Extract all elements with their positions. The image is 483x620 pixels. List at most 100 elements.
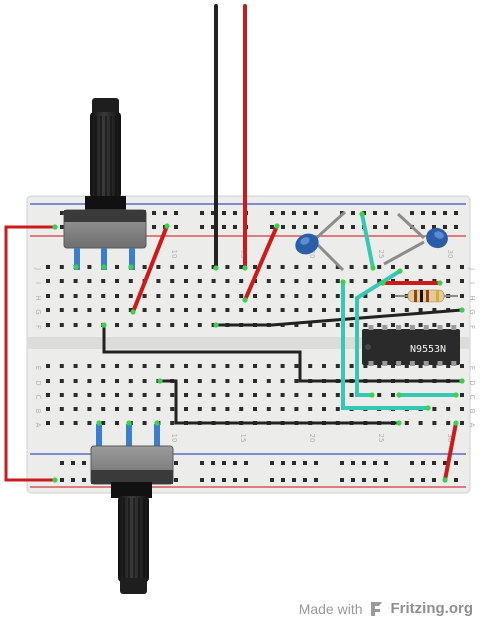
breadboard-hole bbox=[294, 279, 299, 283]
wire-endpoint bbox=[242, 297, 248, 303]
wire-endpoint bbox=[370, 265, 376, 271]
wire-endpoint bbox=[126, 420, 132, 426]
breadboard-hole bbox=[460, 265, 464, 269]
column-number-bottom: 25 bbox=[377, 434, 385, 443]
row-letter-right: G bbox=[468, 309, 476, 314]
rail-hole bbox=[454, 461, 458, 465]
breadboard-hole bbox=[418, 308, 423, 312]
breadboard-hole bbox=[294, 265, 299, 269]
breadboard-hole bbox=[87, 407, 92, 411]
chip-label: N9553N bbox=[410, 344, 446, 355]
wire-endpoint bbox=[437, 280, 443, 286]
rail-hole bbox=[340, 461, 344, 465]
breadboard-hole bbox=[225, 308, 230, 312]
rail-hole bbox=[410, 478, 414, 482]
chip-pin-top bbox=[451, 325, 457, 330]
column-number-top: 20 bbox=[308, 250, 316, 259]
row-letter-right: F bbox=[468, 325, 476, 329]
row-letter-left: D bbox=[34, 380, 42, 385]
rail-hole bbox=[281, 225, 285, 229]
breadboard-hole bbox=[446, 364, 451, 368]
breadboard-hole bbox=[253, 364, 257, 368]
breadboard-hole bbox=[391, 364, 395, 368]
rail-hole bbox=[163, 211, 167, 215]
breadboard-hole bbox=[59, 421, 64, 425]
breadboard-hole bbox=[322, 294, 326, 298]
rail-hole bbox=[152, 211, 156, 215]
breadboard-hole bbox=[87, 393, 92, 397]
breadboard-hole bbox=[128, 279, 133, 283]
breadboard-hole bbox=[184, 407, 188, 411]
breadboard-hole bbox=[142, 407, 147, 411]
rail-hole bbox=[443, 225, 447, 229]
wire-endpoint bbox=[96, 420, 102, 426]
row-letter-left: H bbox=[34, 295, 42, 300]
breadboard-hole bbox=[156, 294, 161, 298]
breadboard-hole bbox=[294, 294, 299, 298]
breadboard-hole bbox=[170, 265, 175, 269]
rail-hole bbox=[373, 211, 377, 215]
rail-hole bbox=[174, 211, 178, 215]
breadboard-hole bbox=[404, 323, 409, 327]
breadboard-hole bbox=[418, 364, 423, 368]
breadboard-hole bbox=[460, 323, 464, 327]
breadboard-hole bbox=[239, 379, 244, 383]
breadboard-hole bbox=[46, 407, 50, 411]
breadboard-hole bbox=[46, 279, 50, 283]
breadboard-hole bbox=[184, 294, 188, 298]
breadboard-hole bbox=[101, 364, 106, 368]
rail-hole bbox=[174, 225, 178, 229]
breadboard-hole bbox=[363, 308, 368, 312]
breadboard-hole bbox=[101, 279, 106, 283]
wire-endpoint bbox=[459, 307, 465, 313]
rail-hole bbox=[281, 461, 285, 465]
rail-hole bbox=[432, 461, 436, 465]
breadboard-hole bbox=[197, 407, 202, 411]
breadboard-hole bbox=[294, 323, 299, 327]
rail-hole bbox=[60, 478, 64, 482]
row-letter-left: F bbox=[34, 325, 42, 329]
rail-hole bbox=[384, 461, 388, 465]
wire-endpoint bbox=[154, 420, 160, 426]
breadboard-hole bbox=[211, 379, 216, 383]
rail-hole bbox=[174, 478, 178, 482]
breadboard-hole bbox=[197, 379, 202, 383]
breadboard-hole bbox=[87, 364, 92, 368]
wire-endpoint bbox=[242, 265, 248, 271]
rail-hole bbox=[340, 478, 344, 482]
breadboard-hole bbox=[156, 308, 161, 312]
breadboard-hole bbox=[322, 407, 326, 411]
breadboard-hole bbox=[101, 393, 106, 397]
breadboard-hole bbox=[391, 393, 395, 397]
wire-endpoint bbox=[52, 224, 58, 230]
breadboard-hole bbox=[142, 379, 147, 383]
breadboard-hole bbox=[211, 364, 216, 368]
breadboard-hole bbox=[115, 308, 119, 312]
breadboard-hole bbox=[115, 323, 119, 327]
breadboard-hole bbox=[87, 323, 92, 327]
breadboard-hole bbox=[128, 294, 133, 298]
rail-hole bbox=[384, 478, 388, 482]
rail-hole bbox=[211, 225, 215, 229]
chip-pin-top bbox=[382, 325, 388, 330]
chip-pin-bottom bbox=[423, 361, 429, 366]
breadboard-hole bbox=[266, 279, 271, 283]
breadboard-hole bbox=[280, 393, 285, 397]
wire-endpoint bbox=[274, 223, 280, 229]
column-number-bottom: 20 bbox=[308, 434, 316, 443]
breadboard-hole bbox=[239, 265, 244, 269]
potentiometer-top bbox=[63, 98, 147, 270]
breadboard-hole bbox=[460, 279, 464, 283]
breadboard-hole bbox=[225, 265, 230, 269]
wire-endpoint bbox=[130, 309, 136, 315]
column-number-bottom: 15 bbox=[239, 434, 247, 443]
breadboard-hole bbox=[404, 265, 409, 269]
breadboard-hole bbox=[432, 308, 437, 312]
breadboard-hole bbox=[377, 364, 382, 368]
rail-hole bbox=[233, 211, 237, 215]
breadboard-hole bbox=[391, 265, 395, 269]
breadboard-hole bbox=[349, 393, 354, 397]
breadboard-hole bbox=[87, 294, 92, 298]
rail-hole bbox=[421, 478, 425, 482]
breadboard-hole bbox=[266, 294, 271, 298]
